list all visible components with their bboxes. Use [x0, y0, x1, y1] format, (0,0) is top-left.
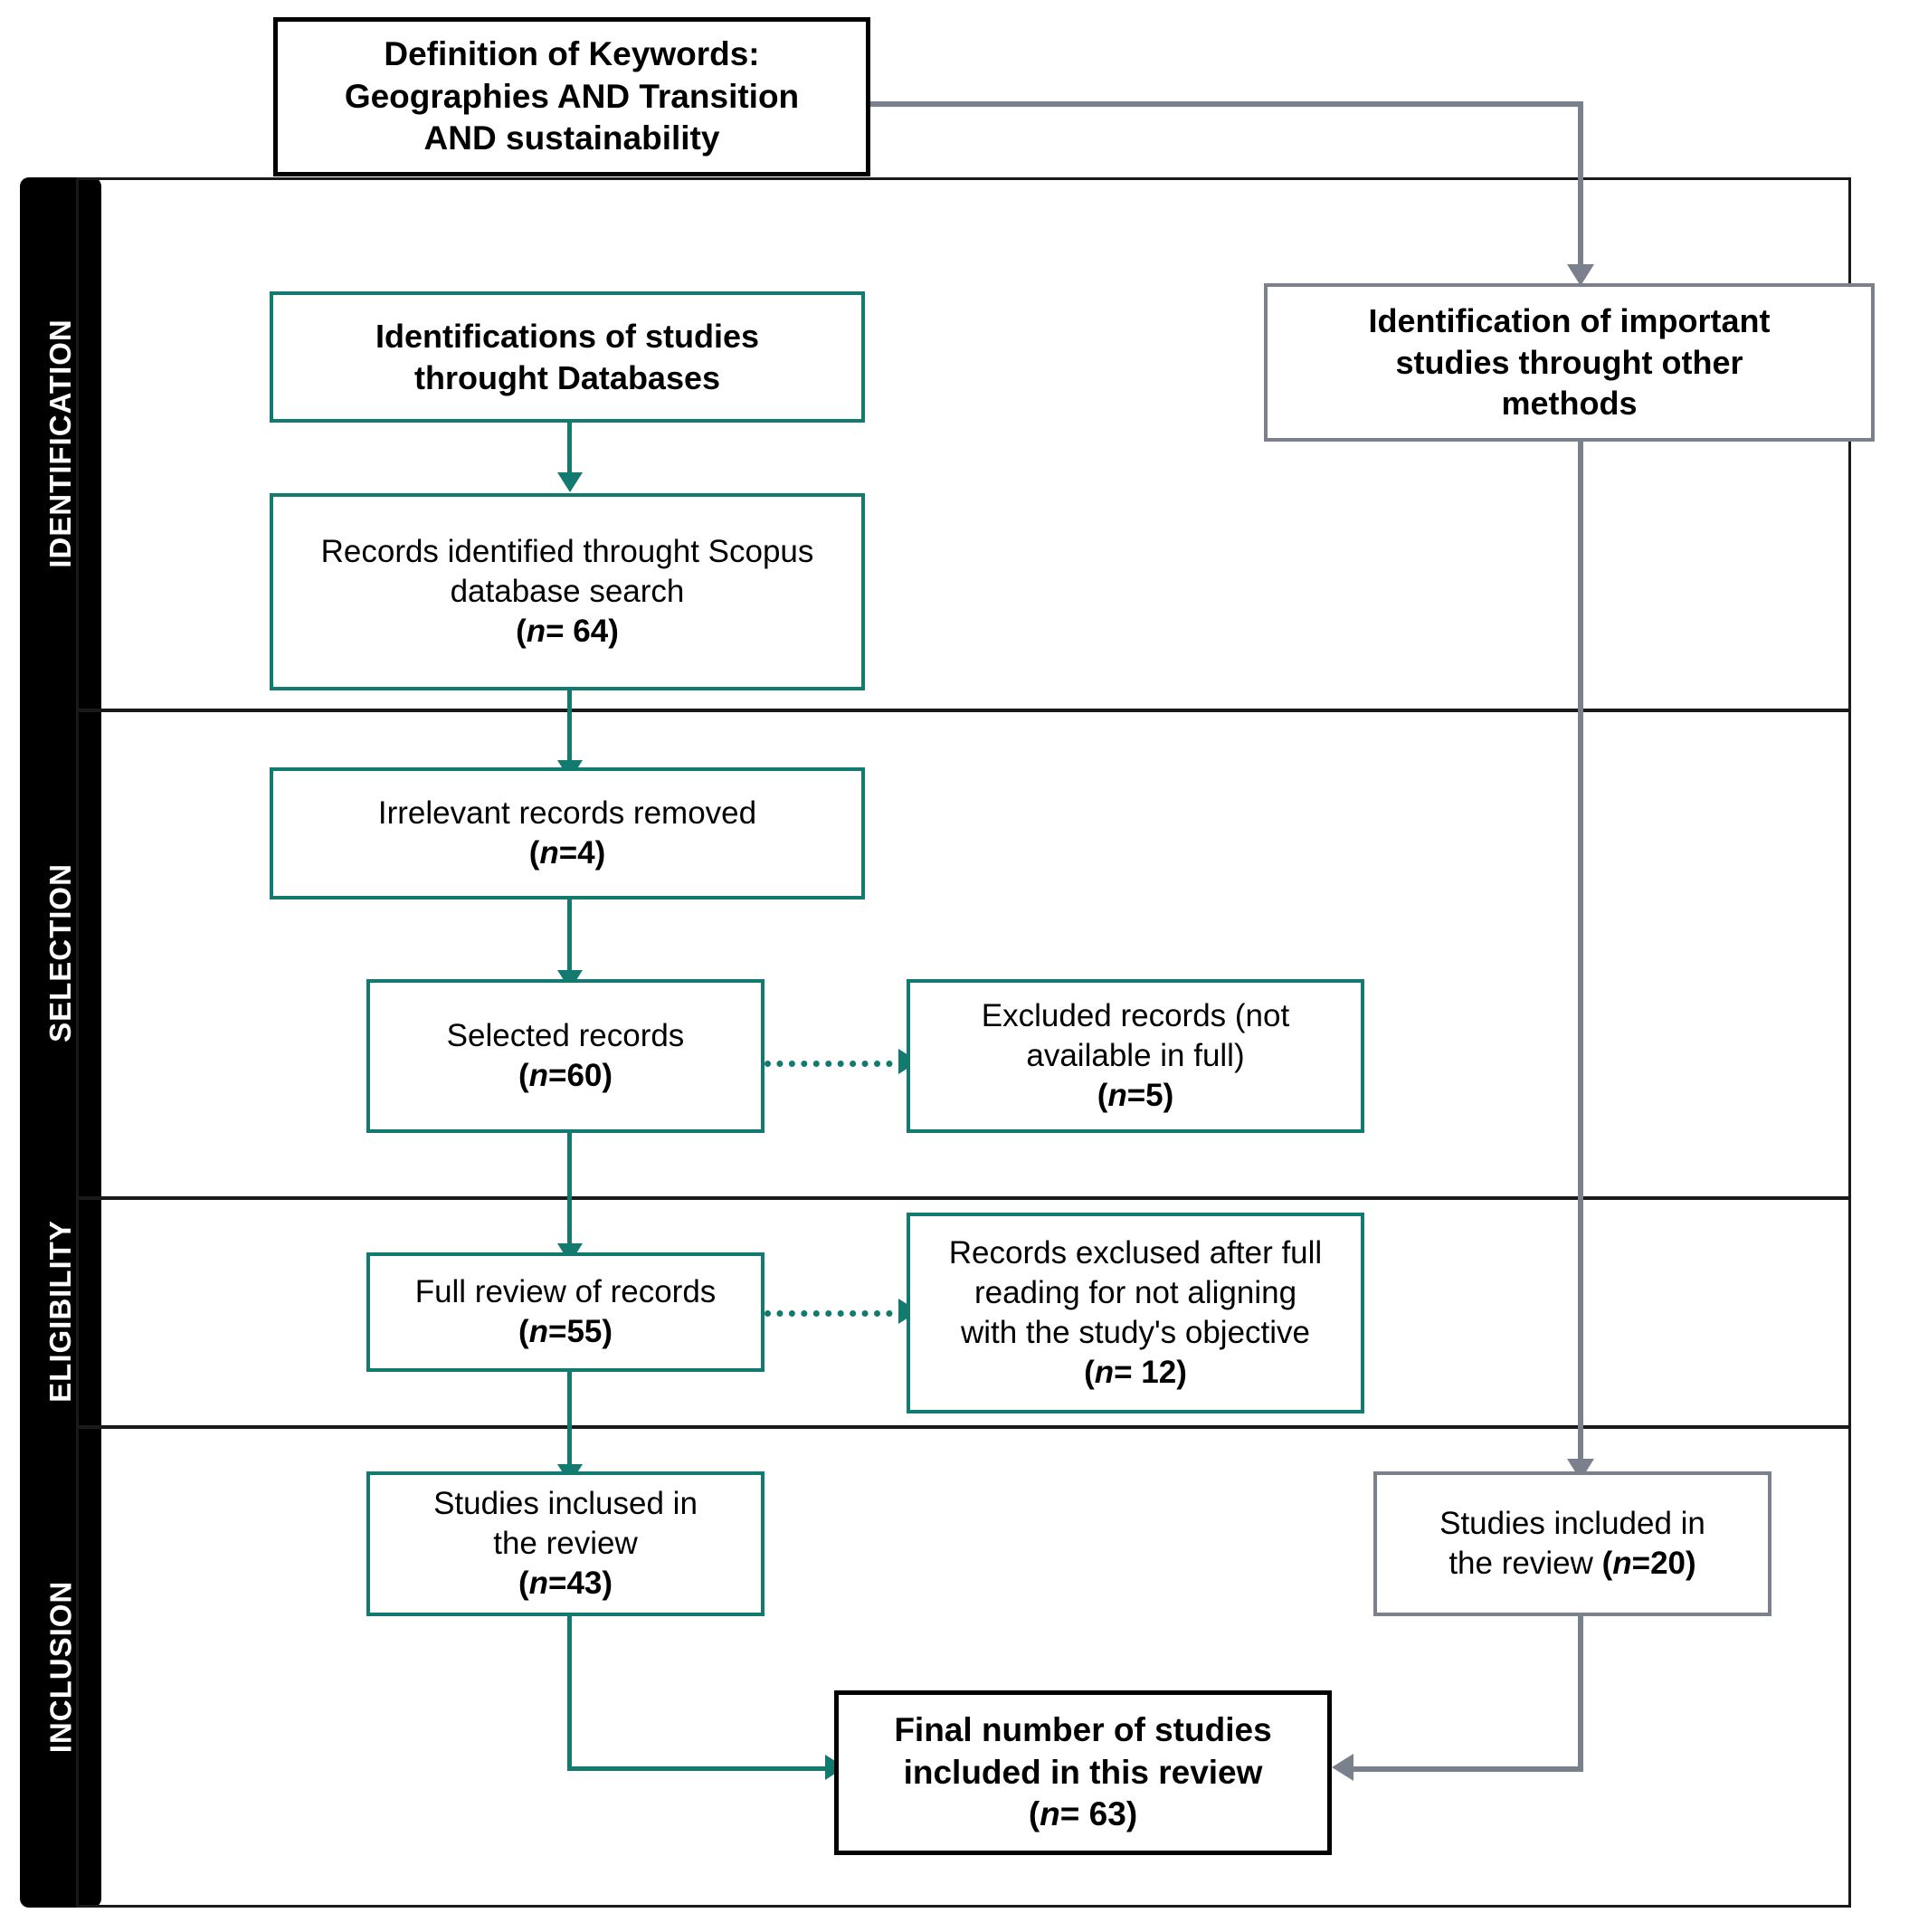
node-other-source-line3: methods: [1501, 385, 1638, 423]
node-full-review: Full review of records (n=55): [366, 1252, 765, 1372]
node-scopus-records-count: (n= 64): [516, 614, 619, 650]
node-full-review-line1: Full review of records: [414, 1273, 717, 1309]
edge-selected-to-excluded-dotted: [765, 1061, 905, 1067]
arrowhead-scopus: [557, 472, 583, 492]
node-keywords: Definition of Keywords: Geographies AND …: [273, 17, 870, 176]
node-included-other-line2: the review (n=20): [1448, 1546, 1696, 1581]
node-excluded-after-reading: Records exclused after full reading for …: [907, 1213, 1364, 1413]
node-other-source: Identification of important studies thro…: [1264, 283, 1875, 442]
edge-full-review-to-included-db: [567, 1372, 572, 1471]
node-included-other: Studies included in the review (n=20): [1373, 1471, 1771, 1616]
node-other-source-line2: studies throught other: [1395, 343, 1743, 381]
edge-other-source-to-included-other: [1578, 441, 1583, 1463]
node-final-total-count: (n= 63): [1028, 1795, 1138, 1833]
node-full-review-count: (n=55): [518, 1314, 613, 1349]
node-db-source: Identifications of studies throught Data…: [270, 291, 865, 423]
node-db-source-line2: throught Databases: [413, 358, 721, 396]
edge-keywords-to-other-source-h: [869, 101, 1583, 107]
edge-scopus-to-irrelevant: [567, 690, 572, 767]
edge-selected-to-full-review: [567, 1133, 572, 1251]
arrowhead-other-source: [1567, 264, 1594, 286]
edge-included-db-to-final-h: [567, 1766, 834, 1771]
edge-included-db-to-final-v: [567, 1616, 572, 1771]
node-db-source-line1: Identifications of studies: [375, 318, 760, 356]
node-excluded-after-reading-line3: with the study's objective: [960, 1315, 1311, 1350]
phase-label-inclusion-text: INCLUSION: [43, 1580, 77, 1753]
phase-label-eligibility-text: ELIGIBILITY: [43, 1219, 78, 1403]
node-included-db-count: (n=43): [518, 1566, 613, 1602]
phase-divider-identification-selection: [76, 709, 1851, 712]
phase-divider-eligibility-inclusion: [76, 1425, 1851, 1429]
arrowhead-final-from-other: [1332, 1754, 1353, 1781]
node-selected-records-count: (n=60): [518, 1058, 613, 1093]
node-included-db-line1: Studies inclused in: [433, 1485, 698, 1521]
phase-rail: [20, 177, 101, 1908]
edge-db-source-to-scopus: [567, 422, 572, 478]
node-irrelevant-removed: Irrelevant records removed (n=4): [270, 767, 865, 899]
node-irrelevant-removed-line1: Irrelevant records removed: [377, 795, 757, 831]
node-final-total-line2: included in this review: [903, 1753, 1263, 1791]
edge-irrelevant-to-selected: [567, 899, 572, 977]
node-scopus-records-line1: Records identified throught Scopus: [320, 533, 814, 569]
edge-included-other-to-final-h: [1353, 1766, 1583, 1772]
node-keywords-line2: Geographies AND Transition: [344, 77, 800, 115]
phase-label-selection-text: SELECTION: [43, 862, 78, 1042]
phase-label-identification-text: IDENTIFICATION: [43, 318, 78, 568]
edge-keywords-to-other-source-v: [1578, 101, 1583, 269]
node-included-db: Studies inclused in the review (n=43): [366, 1471, 765, 1616]
node-excluded-not-full-count: (n=5): [1097, 1078, 1174, 1114]
edge-full-review-to-excluded-dotted: [765, 1310, 905, 1317]
edge-included-other-to-final-v: [1578, 1613, 1583, 1771]
node-scopus-records: Records identified throught Scopus datab…: [270, 493, 865, 690]
node-excluded-after-reading-line2: reading for not aligning: [973, 1274, 1297, 1310]
node-excluded-after-reading-line1: Records exclused after full: [948, 1234, 1323, 1271]
node-final-total: Final number of studies included in this…: [834, 1690, 1332, 1855]
phase-divider-selection-eligibility: [76, 1196, 1851, 1200]
node-final-total-line1: Final number of studies: [894, 1711, 1272, 1749]
node-excluded-not-full-line1: Excluded records (not: [981, 997, 1290, 1033]
node-excluded-not-full: Excluded records (not available in full)…: [907, 979, 1364, 1133]
node-irrelevant-removed-count: (n=4): [528, 835, 606, 871]
node-included-other-line1: Studies included in: [1439, 1505, 1705, 1541]
node-excluded-not-full-line2: available in full): [1026, 1037, 1245, 1073]
node-included-db-line2: the review: [493, 1525, 638, 1561]
node-excluded-after-reading-count: (n= 12): [1084, 1355, 1187, 1391]
node-selected-records-line1: Selected records: [446, 1017, 685, 1053]
node-selected-records: Selected records (n=60): [366, 979, 765, 1133]
node-scopus-records-line2: database search: [450, 573, 685, 609]
phase-frame: [76, 177, 1851, 1908]
node-keywords-line3: AND sustainability: [423, 119, 720, 157]
node-keywords-line1: Definition of Keywords:: [384, 35, 760, 73]
node-other-source-line1: Identification of important: [1368, 302, 1771, 340]
